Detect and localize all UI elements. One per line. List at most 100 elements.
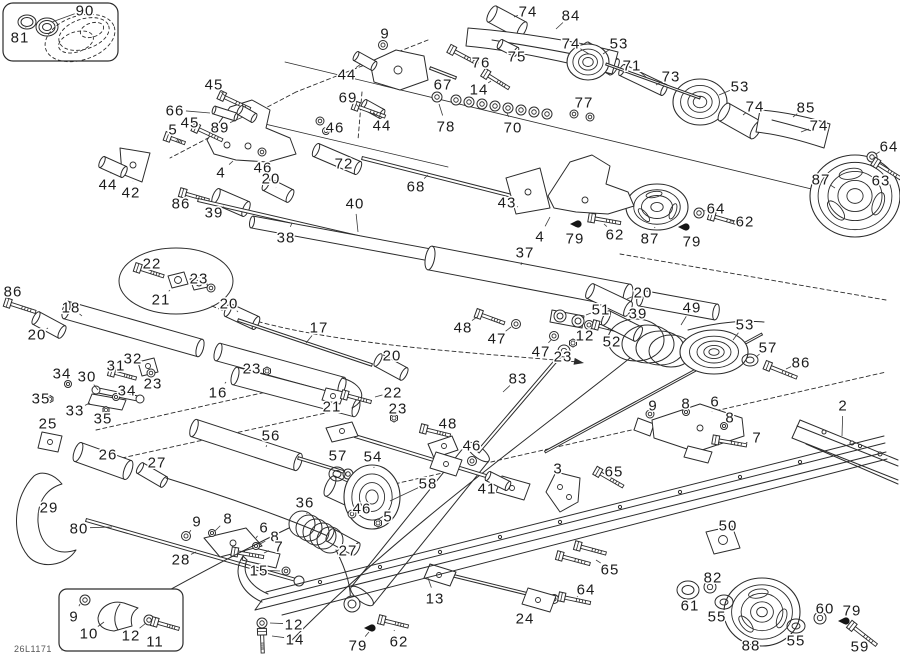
washer-46: [315, 116, 325, 126]
ell: [58, 30, 94, 54]
washer-78: [431, 91, 443, 103]
callout-84: 84: [555, 6, 581, 30]
washer-82: [703, 580, 717, 594]
bolt-62: [706, 210, 743, 227]
bolt-62: [587, 212, 622, 226]
callout-65: 65: [595, 559, 620, 580]
callout-46: 46: [252, 158, 273, 178]
callout-8: 8: [259, 527, 280, 547]
callout-20: 20: [381, 346, 402, 366]
callout-24: 24: [514, 606, 535, 629]
callout-14: 14: [468, 80, 492, 100]
nut-23: [569, 338, 577, 348]
callout-23: 23: [241, 359, 265, 379]
spring-arm-49: [291, 357, 631, 641]
washer-70: [502, 102, 514, 114]
dash: [367, 371, 887, 491]
bolt-31: [106, 366, 138, 381]
callout-55: 55: [785, 631, 806, 651]
callout-83: 83: [502, 369, 528, 393]
washer-64: [693, 207, 705, 219]
part-number: 22: [143, 256, 162, 273]
part-number: 46: [326, 120, 345, 137]
callout-64: 64: [575, 580, 596, 600]
callout-72: 72: [333, 154, 354, 174]
part-number: 27: [339, 543, 358, 560]
bolt-48: [418, 423, 452, 438]
part-number: 83: [509, 371, 528, 388]
circ: [347, 599, 357, 609]
callout-86: 86: [785, 353, 811, 373]
part-number: 72: [335, 156, 354, 173]
part-number: 18: [62, 300, 81, 317]
part-number: 33: [66, 403, 85, 420]
part-number: 35: [94, 411, 113, 428]
callout-15: 15: [248, 561, 281, 581]
part-number: 55: [708, 609, 727, 626]
part-number: 46: [353, 501, 372, 518]
part-number: 12: [576, 328, 595, 345]
callout-82: 82: [702, 568, 723, 588]
bolt-22: [339, 389, 373, 405]
callout-81: 81: [9, 26, 30, 48]
part-number: 89: [211, 120, 230, 137]
arm-bracket-4: [547, 154, 635, 215]
path: [114, 603, 121, 631]
part-number: 62: [606, 227, 625, 244]
line: [796, 425, 899, 467]
callout-14: 14: [271, 630, 305, 650]
part-number: 38: [277, 230, 296, 247]
part-number: 14: [286, 632, 305, 649]
callout-78: 78: [435, 103, 456, 137]
callout-16: 16: [207, 381, 228, 403]
bushing-20: [261, 177, 295, 203]
bracket-6: [203, 527, 263, 558]
bracket-43: [505, 167, 551, 215]
washer-23: [146, 368, 156, 378]
ell: [38, 20, 56, 34]
link-21: [167, 271, 189, 289]
part-number: 65: [605, 464, 624, 481]
bushing-75: [496, 38, 520, 58]
washer-70: [450, 94, 462, 106]
callout-20: 20: [626, 283, 653, 303]
part-number: 20: [634, 285, 653, 302]
bushing-89: [236, 104, 258, 124]
callout-48: 48: [437, 414, 458, 434]
part-number: 8: [270, 529, 279, 546]
part-number: 70: [504, 120, 523, 137]
ell: [332, 470, 342, 478]
part-number: 6: [710, 394, 719, 411]
leader-arrow: [573, 357, 584, 365]
bolt-22: [132, 262, 165, 279]
stiffener-plate-24: [423, 563, 457, 587]
washer-70: [541, 108, 553, 120]
part-number: 11: [146, 634, 164, 651]
callout-36: 36: [294, 493, 315, 515]
callout-4: 4: [534, 216, 551, 247]
line: [254, 451, 887, 611]
part-number: 24: [516, 611, 535, 628]
arm-16: [213, 342, 347, 396]
part-number: 63: [872, 173, 891, 190]
callout-20: 20: [260, 169, 281, 189]
washer-8: [208, 529, 216, 537]
callout-20: 20: [26, 325, 49, 345]
rod-17: [236, 318, 374, 367]
callout-45: 45: [179, 113, 200, 133]
part-number: 64: [577, 582, 596, 599]
callout-46: 46: [324, 118, 345, 138]
part-number: 81: [11, 30, 30, 47]
callout-50: 50: [717, 516, 738, 536]
bolt-65: [572, 540, 607, 556]
callout-44: 44: [371, 112, 392, 136]
part-number: 23: [389, 401, 408, 418]
callout-67: 67: [432, 75, 453, 95]
nut-23: [263, 366, 271, 376]
circ: [557, 519, 563, 525]
part-number: 9: [69, 609, 78, 626]
callout-46: 46: [461, 436, 482, 457]
callout-73: 73: [655, 67, 681, 87]
pin-5: [162, 130, 187, 146]
washer-77: [585, 112, 595, 122]
